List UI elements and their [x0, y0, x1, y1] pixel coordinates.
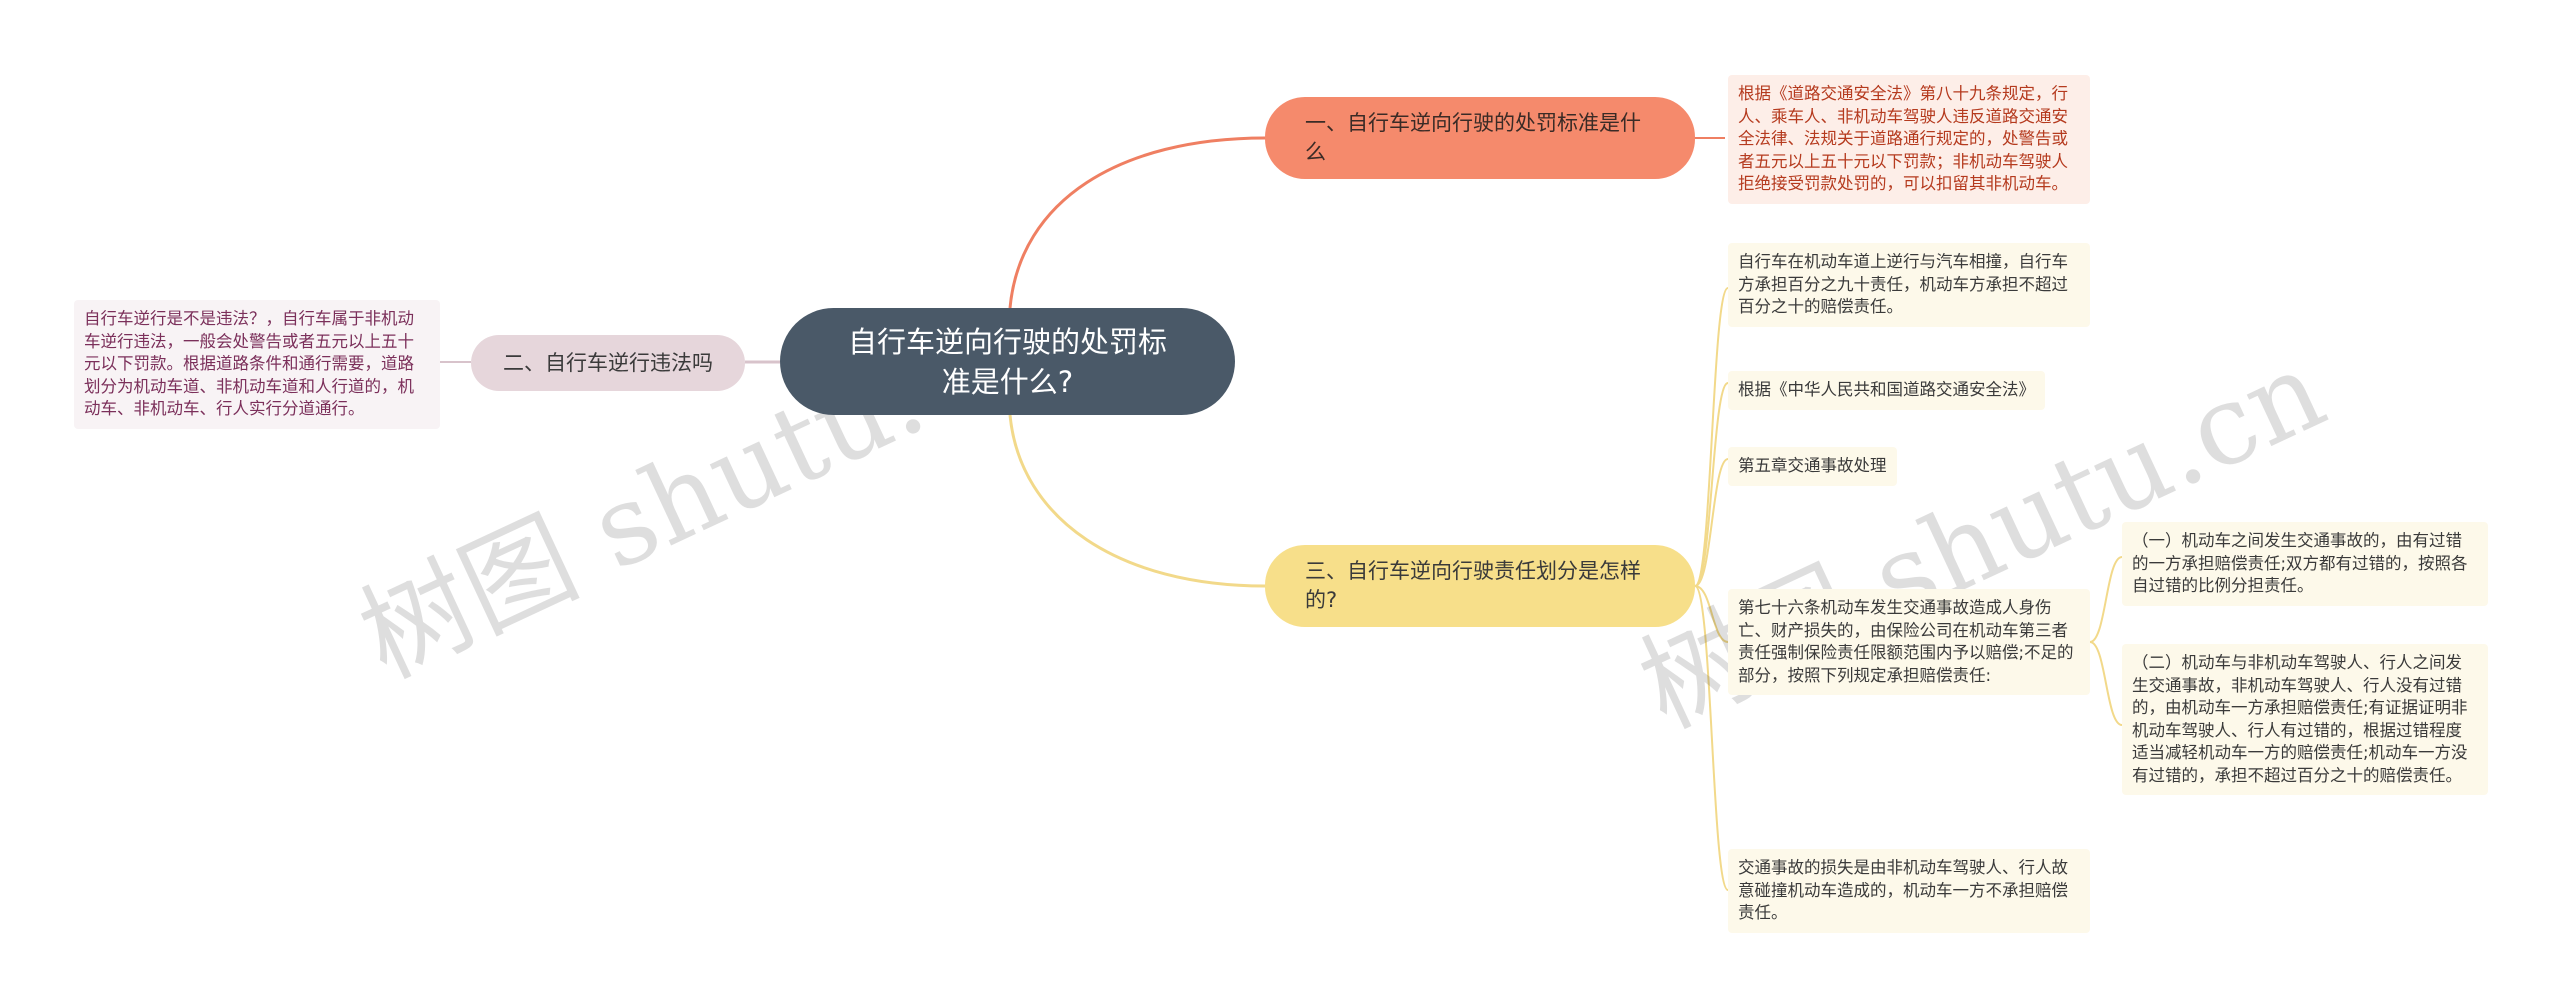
leaf-penalty-law[interactable]: 根据《道路交通安全法》第八十九条规定，行人、乘车人、非机动车驾驶人违反道路交通安… — [1728, 75, 2090, 204]
connector-leaf4-sub1 — [2089, 556, 2123, 643]
leaf-liability-non-motor-text: （二）机动车与非机动车驾驶人、行人之间发生交通事故，非机动车驾驶人、行人没有过错… — [2132, 653, 2468, 785]
connector-branch3-leaf4 — [1694, 585, 1729, 643]
branch-penalty-standard[interactable]: 一、自行车逆向行驶的处罚标准是什么 — [1265, 97, 1695, 179]
leaf-violation[interactable]: 自行车逆行是不是违法？，自行车属于非机动车逆行违法，一般会处警告或者五元以上五十… — [74, 300, 440, 429]
leaf-violation-text: 自行车逆行是不是违法？，自行车属于非机动车逆行违法，一般会处警告或者五元以上五十… — [84, 309, 414, 418]
connector-branch3-leaf3 — [1694, 458, 1729, 587]
connector-branch3-leaf2 — [1694, 382, 1729, 587]
leaf-liability-non-motor[interactable]: （二）机动车与非机动车驾驶人、行人之间发生交通事故，非机动车驾驶人、行人没有过错… — [2122, 644, 2488, 795]
branch-penalty-standard-label: 一、自行车逆向行驶的处罚标准是什么 — [1305, 111, 1641, 164]
leaf-penalty-law-text: 根据《道路交通安全法》第八十九条规定，行人、乘车人、非机动车驾驶人违反道路交通安… — [1738, 84, 2068, 193]
branch-is-it-illegal[interactable]: 二、自行车逆行违法吗 — [471, 335, 745, 391]
connector-center-branch3 — [1008, 414, 1266, 588]
leaf-liability-ninety-percent-text: 自行车在机动车道上逆行与汽车相撞，自行车方承担百分之九十责任，机动车方承担不超过… — [1738, 252, 2068, 316]
leaf-liability-chapter[interactable]: 第五章交通事故处理 — [1728, 447, 1897, 486]
branch-is-it-illegal-label: 二、自行车逆行违法吗 — [503, 350, 713, 375]
connector-center-branch1 — [1008, 136, 1266, 309]
central-topic[interactable]: 自行车逆向行驶的处罚标准是什么? — [780, 308, 1235, 415]
branch-liability-division-label: 三、自行车逆向行驶责任划分是怎样的? — [1305, 559, 1641, 612]
leaf-liability-chapter-text: 第五章交通事故处理 — [1738, 456, 1887, 475]
branch-liability-division[interactable]: 三、自行车逆向行驶责任划分是怎样的? — [1265, 545, 1695, 627]
leaf-liability-intentional-collision-text: 交通事故的损失是由非机动车驾驶人、行人故意碰撞机动车造成的，机动车一方不承担赔偿… — [1738, 858, 2068, 922]
leaf-liability-intentional-collision[interactable]: 交通事故的损失是由非机动车驾驶人、行人故意碰撞机动车造成的，机动车一方不承担赔偿… — [1728, 849, 2090, 933]
leaf-liability-ninety-percent[interactable]: 自行车在机动车道上逆行与汽车相撞，自行车方承担百分之九十责任，机动车方承担不超过… — [1728, 243, 2090, 327]
connector-branch3-leaf5 — [1694, 585, 1729, 891]
leaf-liability-law-reference-text: 根据《中华人民共和国道路交通安全法》 — [1738, 380, 2035, 399]
central-topic-label: 自行车逆向行驶的处罚标准是什么? — [847, 324, 1167, 399]
leaf-liability-motor-vehicles-text: （一）机动车之间发生交通事故的，由有过错的一方承担赔偿责任;双方都有过错的，按照… — [2132, 531, 2468, 595]
leaf-liability-article-76-text: 第七十六条机动车发生交通事故造成人身伤亡、财产损失的，由保险公司在机动车第三者责… — [1738, 598, 2074, 685]
leaf-liability-law-reference[interactable]: 根据《中华人民共和国道路交通安全法》 — [1728, 371, 2045, 410]
connector-branch3-leaf1 — [1694, 287, 1729, 587]
leaf-liability-article-76[interactable]: 第七十六条机动车发生交通事故造成人身伤亡、财产损失的，由保险公司在机动车第三者责… — [1728, 589, 2090, 695]
connector-leaf4-sub2 — [2089, 641, 2123, 726]
leaf-liability-motor-vehicles[interactable]: （一）机动车之间发生交通事故的，由有过错的一方承担赔偿责任;双方都有过错的，按照… — [2122, 522, 2488, 606]
